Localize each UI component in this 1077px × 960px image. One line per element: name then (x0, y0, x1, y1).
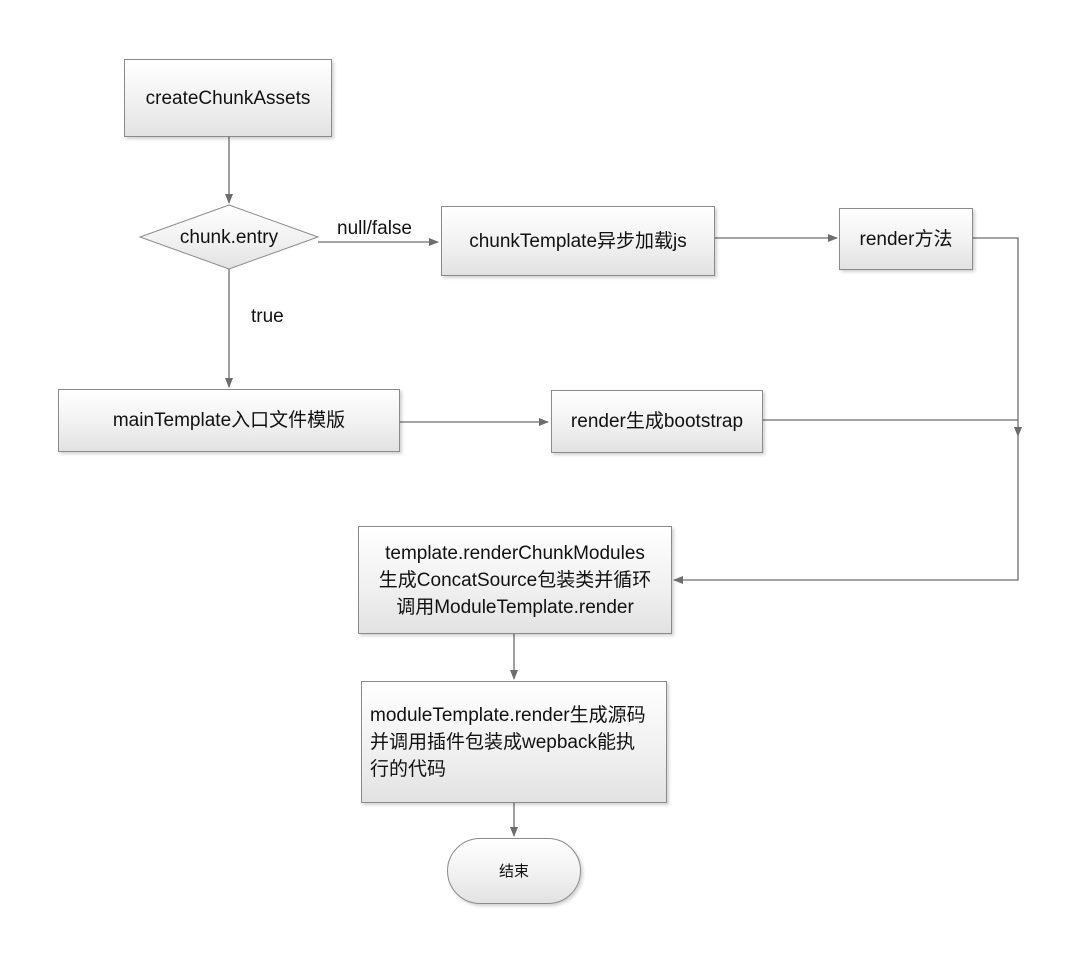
edge-label-null-false: null/false (337, 218, 412, 239)
render-bootstrap-node: render生成bootstrap (551, 390, 763, 453)
render-method-label: render方法 (859, 228, 953, 250)
chunk-template-label: chunkTemplate异步加载js (469, 230, 687, 252)
render-chunk-modules-line-1: template.renderChunkModules (385, 542, 645, 564)
edge-render-to-merge (973, 237, 1022, 437)
main-template-label: mainTemplate入口文件模版 (112, 410, 346, 431)
edge-merge-to-render-chunk-modules (673, 436, 1019, 584)
edge-label-true: true (251, 306, 284, 327)
create-chunk-assets-label: createChunkAssets (145, 87, 311, 109)
module-template-render-line-2: 并调用插件包装成wepback能执 (370, 731, 635, 753)
render-chunk-modules-line-3: 调用ModuleTemplate.render (396, 596, 634, 618)
render-chunk-modules-line-2: 生成ConcatSource包装类并循环 (378, 569, 652, 591)
chunk-entry-label: chunk.entry (179, 227, 279, 248)
chunk-template-node: chunkTemplate异步加载js (441, 206, 715, 276)
main-template-node: mainTemplate入口文件模版 (58, 389, 400, 452)
render-chunk-modules-node: template.renderChunkModules 生成ConcatSour… (358, 526, 672, 634)
end-label: 结束 (498, 862, 529, 880)
create-chunk-assets-node: createChunkAssets (124, 59, 332, 137)
end-terminal: 结束 (447, 838, 581, 904)
module-template-render-node: moduleTemplate.render生成源码 并调用插件包装成wepbac… (361, 681, 667, 803)
module-template-render-line-3: 行的代码 (370, 758, 447, 780)
module-template-render-line-1: moduleTemplate.render生成源码 (370, 704, 646, 726)
render-method-node: render方法 (839, 208, 973, 270)
render-bootstrap-label: render生成bootstrap (570, 411, 744, 432)
